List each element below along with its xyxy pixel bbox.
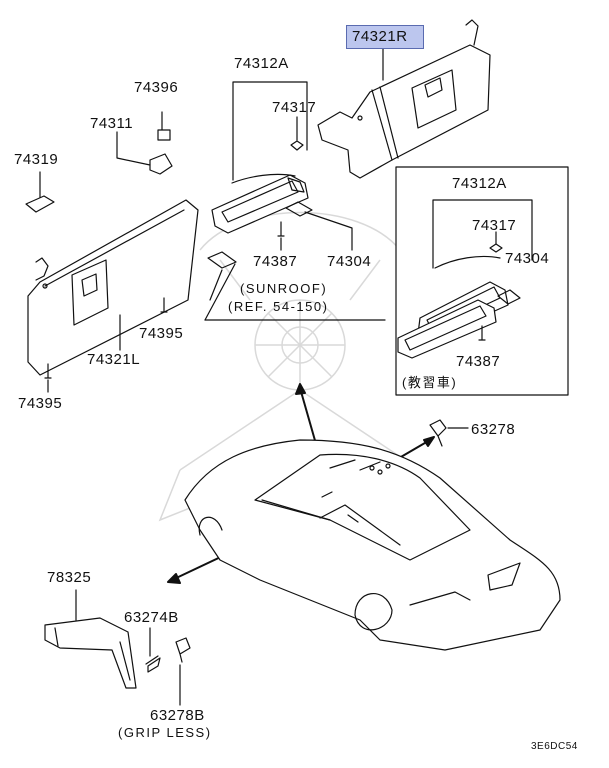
screw-74387-main [277,221,285,237]
label-78325[interactable]: 78325 [47,569,92,586]
label-74317-inset[interactable]: 74317 [472,217,517,234]
room-mirror-main [211,173,309,234]
screw-74387-inset [478,325,486,341]
clip-74317-inset [489,243,503,253]
label-63278[interactable]: 63278 [471,421,516,438]
pad-74304-main [285,201,313,217]
label-74317-main[interactable]: 74317 [272,99,317,116]
grip-78325 [44,617,137,689]
screw-74395-b [44,363,52,379]
screw-74395-a [160,297,168,313]
leader-74312A-inset [432,199,533,269]
ref-note: (REF. 54-150) [228,299,329,314]
holder-74396 [157,111,171,141]
leader-74304-main [304,211,353,251]
inset-box [395,166,569,396]
label-74312A-inset[interactable]: 74312A [452,175,507,192]
highlight-74321R: 74321R [346,25,424,49]
label-74304-inset[interactable]: 74304 [505,250,550,267]
label-74395-b[interactable]: 74395 [18,395,63,412]
label-63274B[interactable]: 63274B [124,609,179,626]
inset-caption: (教習車) [402,375,458,390]
label-74396[interactable]: 74396 [134,79,179,96]
cap-74319 [25,195,55,213]
label-63278B[interactable]: 63278B [150,707,205,724]
label-74311[interactable]: 74311 [90,115,134,132]
label-74387-main[interactable]: 74387 [253,253,298,270]
clip-63278B [175,637,191,663]
label-74321L[interactable]: 74321L [87,351,141,368]
label-74395-a[interactable]: 74395 [139,325,184,342]
label-74319[interactable]: 74319 [14,151,59,168]
grip-less-note: (GRIP LESS) [118,725,212,740]
sunroof-bracket [207,251,237,269]
sunroof-note: (SUNROOF) [240,281,328,296]
car-outline [184,439,561,651]
label-74387-inset[interactable]: 74387 [456,353,501,370]
label-74321R[interactable]: 74321R [352,28,408,45]
sun-visor-left [27,199,199,376]
label-74304-main[interactable]: 74304 [327,253,372,270]
leader-74311 [116,131,151,166]
clip-74317-main [290,140,304,151]
leader-74312A-main [232,81,308,181]
clip-63278 [429,419,447,447]
sun-visor-right [317,19,491,179]
screw-63274B [145,655,161,673]
diagram-code: 3E6DC54 [531,741,578,752]
bracket-74311 [149,153,173,175]
pad-74304-inset [497,289,521,305]
label-74312A-main[interactable]: 74312A [234,55,289,72]
